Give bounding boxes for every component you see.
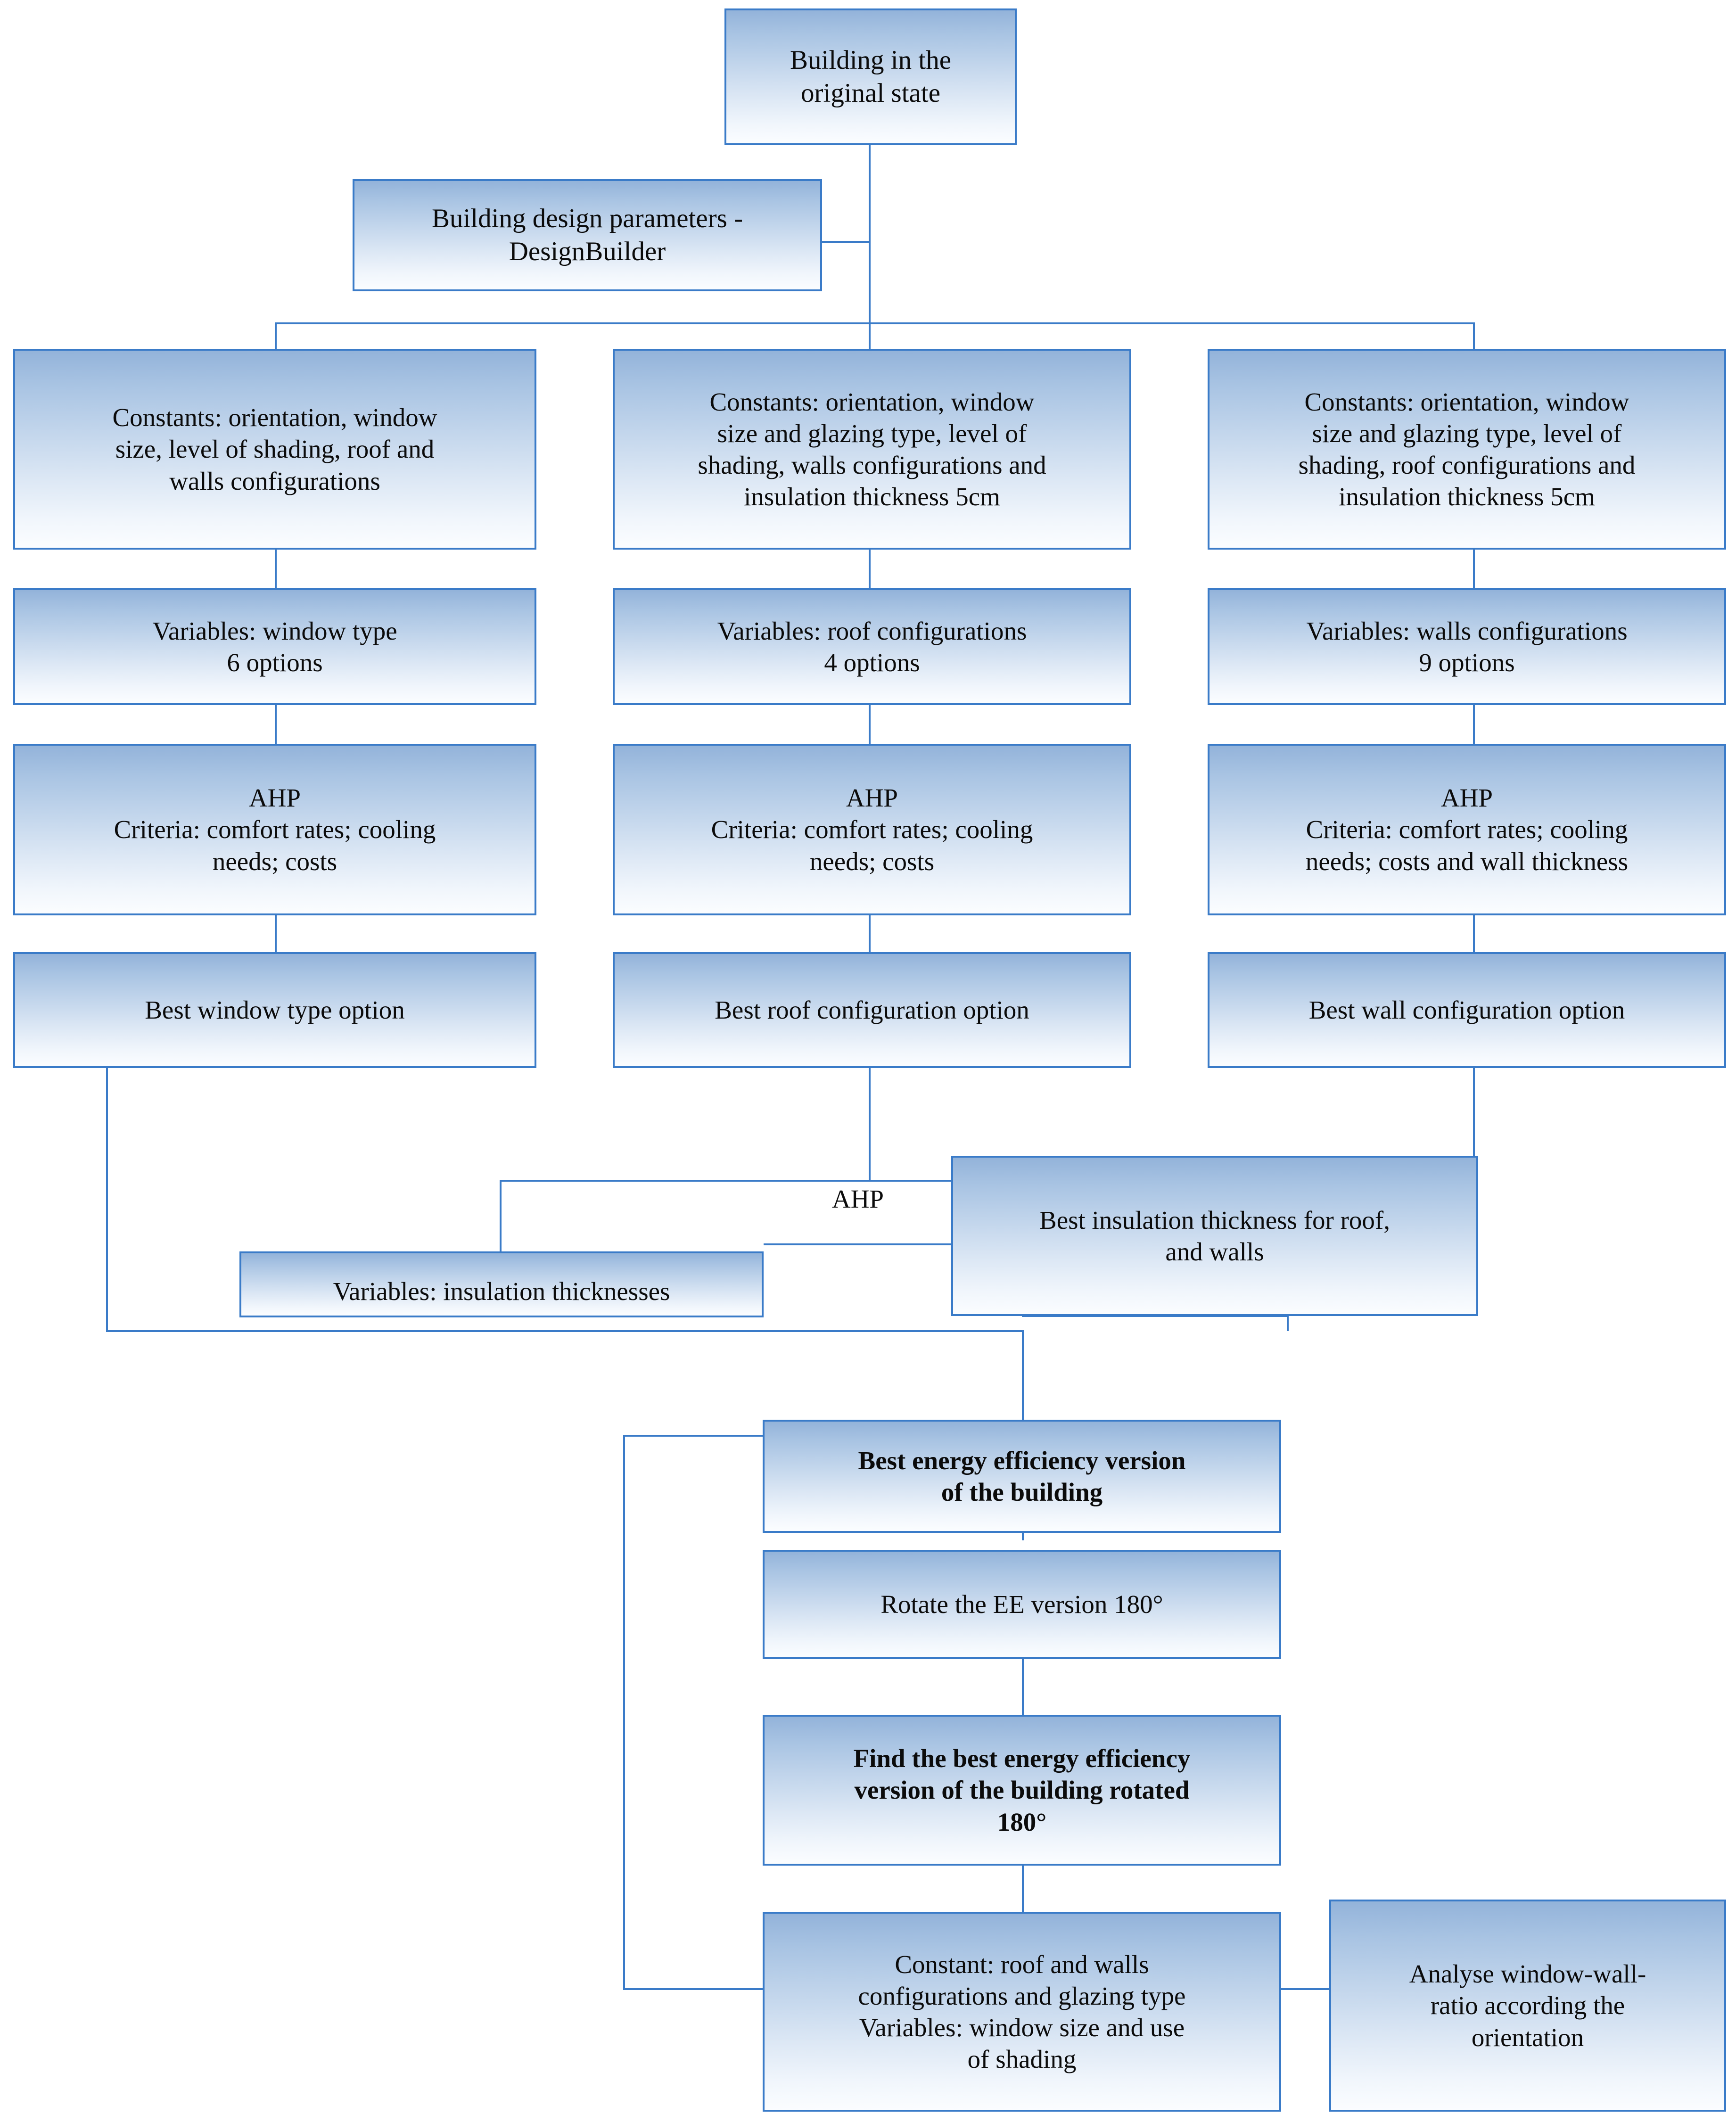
node-ahp-walls-label: AHP Criteria: comfort rates; cooling nee… [1305,783,1629,876]
node-best-roof-label: Best roof configuration option [715,995,1029,1025]
node-constants-window[interactable]: Constants: orientation, window size, lev… [13,349,536,550]
node-design-parameters[interactable]: Building design parameters - DesignBuild… [353,179,822,291]
node-variables-walls-label: Variables: walls configurations 9 option… [1306,616,1628,677]
node-best-ee-version[interactable]: Best energy efficiency version of the bu… [763,1420,1281,1533]
node-original-state-label: Building in the original state [790,45,951,108]
connector-constant-to-analyse [1278,1988,1331,1990]
node-variables-insulation-label: Variables: insulation thicknesses [333,1276,670,1306]
connector-insulation-bus-drop [500,1180,502,1252]
connector-c3-ahp-best [1473,914,1475,953]
node-ahp-window[interactable]: AHP Criteria: comfort rates; cooling nee… [13,744,536,915]
node-constant-wwr-label: Constant: roof and walls configurations … [858,1949,1186,2074]
connector-c1-constants-variables [275,549,277,589]
node-ahp-walls[interactable]: AHP Criteria: comfort rates; cooling nee… [1208,744,1726,915]
connector-bus-drop-center [869,322,871,350]
node-variables-walls[interactable]: Variables: walls configurations 9 option… [1208,588,1726,705]
node-constants-walls-label: Constants: orientation, window size and … [1298,387,1636,511]
connector-c3-variables-ahp [1473,705,1475,744]
connector-insulation-ahp-link [764,1243,952,1245]
node-ahp-roof[interactable]: AHP Criteria: comfort rates; cooling nee… [613,744,1131,915]
label-ahp-insulation: AHP [831,1184,884,1213]
connector-best-wall-down [1473,1067,1475,1180]
node-original-state[interactable]: Building in the original state [724,8,1017,145]
connector-bus-drop-left [275,322,277,350]
connector-best-roof-down [869,1067,871,1180]
connector-bottom-bus [106,1330,1024,1332]
node-variables-window-label: Variables: window type 6 options [152,616,397,677]
node-best-insulation-label: Best insulation thickness for roof, and … [1039,1205,1390,1266]
node-constants-roof[interactable]: Constants: orientation, window size and … [613,349,1131,550]
connector-find-to-constant [1022,1864,1024,1915]
connector-c1-ahp-best [275,914,277,953]
connector-best-window-down [106,1067,108,1332]
node-ahp-roof-label: AHP Criteria: comfort rates; cooling nee… [711,783,1033,876]
node-design-parameters-label: Building design parameters - DesignBuild… [431,204,743,266]
node-variables-roof-label: Variables: roof configurations 4 options [717,616,1027,677]
node-rotate-180[interactable]: Rotate the EE version 180° [763,1550,1281,1659]
connector-spine-to-designbuilder [821,241,871,243]
node-rotate-180-label: Rotate the EE version 180° [880,1590,1163,1619]
connector-bus-drop-right [1473,322,1475,350]
connector-c2-ahp-best [869,914,871,953]
connector-feedback-upper [623,1435,765,1437]
node-best-ee-version-label: Best energy efficiency version of the bu… [858,1446,1186,1506]
node-variables-window[interactable]: Variables: window type 6 options [13,588,536,705]
node-constants-window-label: Constants: orientation, window size, lev… [112,403,437,495]
connector-c2-variables-ahp [869,705,871,744]
node-best-roof[interactable]: Best roof configuration option [613,952,1131,1068]
node-constants-roof-label: Constants: orientation, window size and … [698,387,1046,511]
connector-bus-top [275,322,1475,324]
node-find-best-rotated[interactable]: Find the best energy efficiency version … [763,1715,1281,1866]
node-best-insulation[interactable]: Best insulation thickness for roof, and … [951,1156,1478,1316]
node-analyse-wwr-label: Analyse window-wall- ratio according the… [1409,1959,1646,2052]
node-find-best-rotated-label: Find the best energy efficiency version … [853,1744,1191,1836]
node-best-wall[interactable]: Best wall configuration option [1208,952,1726,1068]
node-constants-walls[interactable]: Constants: orientation, window size and … [1208,349,1726,550]
node-variables-insulation[interactable]: Variables: insulation thicknesses [239,1251,764,1317]
connector-c2-constants-variables [869,549,871,589]
connector-bottom-bus-to-ee [1022,1330,1024,1424]
connector-feedback-lower [623,1988,764,1990]
node-constant-wwr[interactable]: Constant: roof and walls configurations … [763,1912,1281,2112]
node-best-window[interactable]: Best window type option [13,952,536,1068]
connector-original-to-spine [869,144,871,324]
node-ahp-window-label: AHP Criteria: comfort rates; cooling nee… [114,783,436,876]
node-analyse-wwr[interactable]: Analyse window-wall- ratio according the… [1329,1900,1726,2112]
connector-c3-constants-variables [1473,549,1475,589]
connector-feedback-vertical [623,1435,625,1990]
node-variables-roof[interactable]: Variables: roof configurations 4 options [613,588,1131,705]
connector-best-insulation-across [1022,1315,1289,1317]
connector-rotate-to-find [1022,1659,1024,1715]
connector-best-insulation-down [1287,1316,1289,1331]
node-best-window-label: Best window type option [145,995,405,1025]
connector-c1-variables-ahp [275,705,277,744]
node-best-wall-label: Best wall configuration option [1308,995,1625,1025]
